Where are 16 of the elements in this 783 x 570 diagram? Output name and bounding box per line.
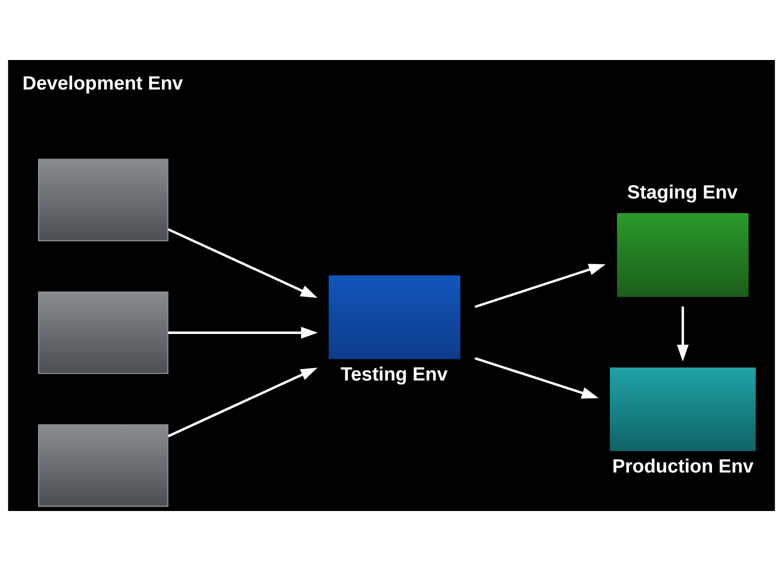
node-box xyxy=(38,424,168,506)
arrow xyxy=(676,306,689,361)
node-label: Testing Env xyxy=(340,364,448,385)
node-label: Staging Env xyxy=(627,182,738,204)
arrow xyxy=(168,367,318,437)
node-box xyxy=(328,274,460,359)
label: Development Env xyxy=(22,73,183,94)
node-box xyxy=(38,290,168,374)
arrow xyxy=(168,326,318,338)
node-box xyxy=(610,366,756,451)
arrow xyxy=(168,228,318,298)
node-label: Production Env xyxy=(612,456,754,477)
arrow xyxy=(474,356,599,398)
node-box xyxy=(617,212,749,296)
arrow xyxy=(474,263,606,308)
node-box xyxy=(38,158,168,241)
